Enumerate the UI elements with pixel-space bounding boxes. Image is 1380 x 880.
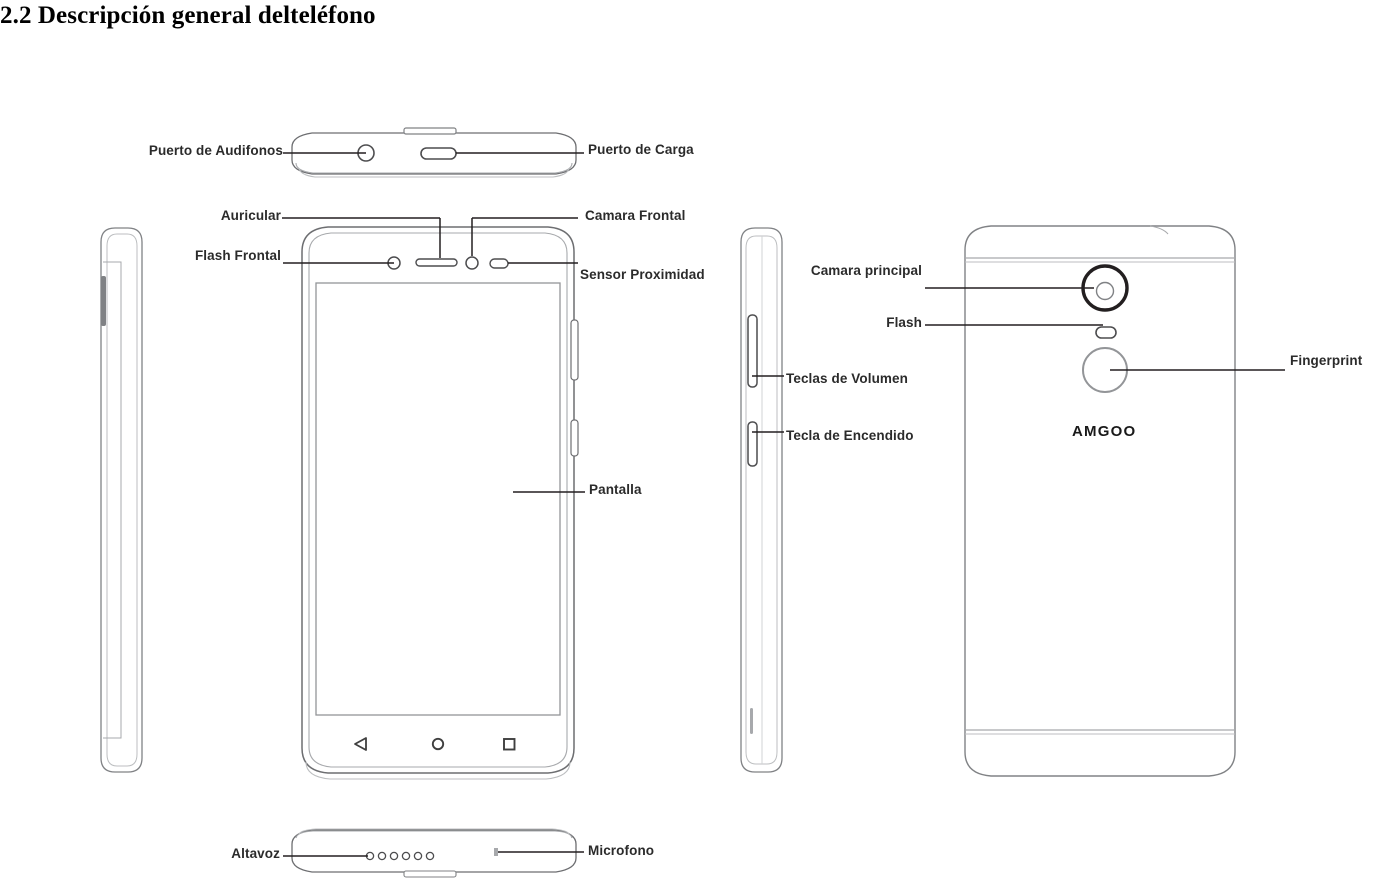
callout-rear-flash: Flash [886, 315, 922, 330]
rear-flash-window [1095, 326, 1117, 339]
recents-nav-icon [503, 738, 516, 751]
callout-microphone: Microfono [588, 843, 655, 858]
callout-fingerprint: Fingerprint [1290, 353, 1363, 368]
microphone-hole [494, 848, 498, 856]
proximity-sensor-window [489, 258, 509, 269]
callout-proximity-sensor: Sensor Proximidad [580, 267, 705, 282]
callout-speaker: Altavoz [231, 846, 280, 861]
earpiece-slot [415, 258, 458, 267]
callout-headphone-port: Puerto de Audifonos [148, 143, 283, 158]
nav-bar [354, 737, 516, 751]
callout-earpiece: Auricular [220, 208, 281, 223]
sim-tray-slot [101, 276, 106, 326]
front-camera-lens [465, 256, 479, 270]
callout-front-camera: Camara Frontal [585, 208, 686, 223]
back-view [925, 225, 1285, 777]
callout-main-camera: Camara principal [810, 263, 922, 278]
display-screen [315, 282, 561, 716]
home-nav-icon [431, 737, 445, 751]
callout-display: Pantalla [589, 482, 642, 497]
main-camera-lens [1095, 281, 1115, 301]
power-key-rail [747, 421, 758, 467]
right-side-view [740, 227, 784, 773]
top-edge-view [283, 127, 584, 178]
page-title: 2.2 Descripción general delteléfono [0, 2, 376, 29]
bottom-edge-view [283, 828, 584, 878]
usb-charging-hole [420, 147, 457, 160]
callout-volume-keys: Teclas de Volumen [786, 371, 908, 386]
speaker-holes [365, 851, 435, 861]
callout-charging-port: Puerto de Carga [588, 142, 694, 157]
callout-front-flash: Flash Frontal [194, 248, 281, 263]
front-view [282, 217, 585, 780]
volume-keys-rail [747, 314, 758, 388]
back-nav-icon [354, 737, 367, 751]
left-side-view [100, 227, 143, 773]
brand-logo: AMGOO [1072, 423, 1137, 440]
callout-power-key: Tecla de Encendido [786, 428, 914, 443]
bottom-mic-slit [750, 708, 753, 734]
